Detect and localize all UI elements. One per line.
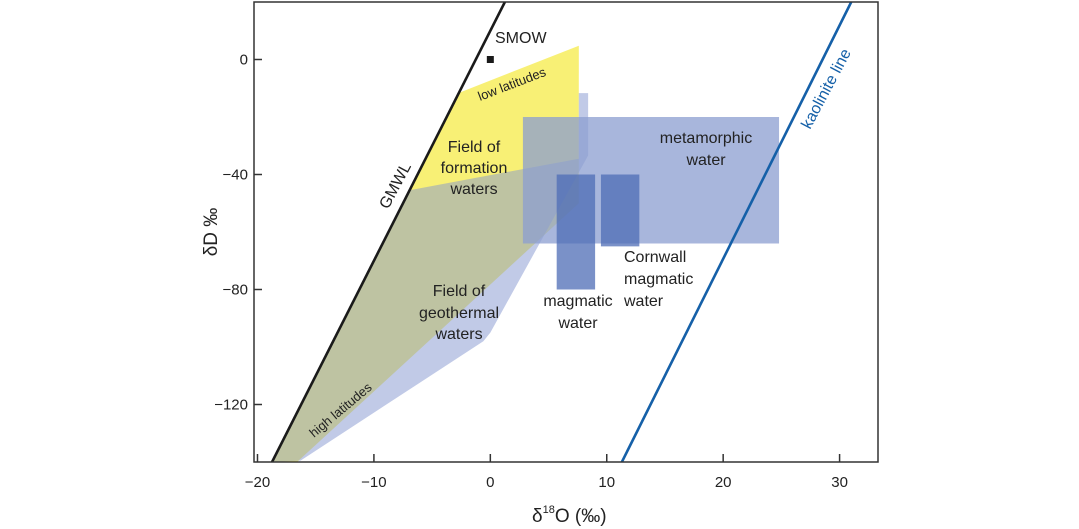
cornwall-label: Cornwall magmatic water (623, 249, 693, 310)
cornwall-label-line: magmatic (624, 271, 693, 288)
cornwall-label-line: water (623, 293, 664, 310)
ticks-layer: −20 −10 0 10 20 30 0 −40 −80 −120 (214, 52, 848, 492)
kaolinite-line-line (620, 2, 853, 462)
regions-layer (272, 45, 780, 462)
plot-frame (253, 1, 879, 463)
y-tick-label: −40 (223, 167, 248, 184)
x-tick-label: 0 (486, 474, 494, 491)
metamorphic-label: metamorphic water (660, 130, 752, 169)
geothermal-label-line: waters (434, 326, 482, 343)
cornwall-magmatic-water-region (600, 174, 640, 247)
geothermal-label: Field of geothermal waters (419, 283, 499, 343)
formation-label-line: formation (441, 160, 508, 177)
x-axis-label-rest: O (‰) (555, 506, 607, 527)
metamorphic-label-line: metamorphic (660, 130, 752, 147)
y-axis-label: δD ‰ (201, 208, 222, 257)
magmatic-label: magmatic water (543, 293, 612, 332)
formation-label: Field of formation waters (441, 139, 508, 198)
y-tick-label: 0 (240, 52, 248, 69)
formation-label-line: waters (449, 181, 497, 198)
geothermal-label-line: geothermal (419, 305, 499, 322)
x-tick-label: 10 (598, 474, 615, 491)
x-tick-label: −10 (361, 474, 386, 491)
x-axis-label: δ18O (‰) (532, 504, 607, 527)
metamorphic-label-line: water (685, 152, 726, 169)
cornwall-label-line: Cornwall (624, 249, 686, 266)
x-tick-label: 20 (715, 474, 732, 491)
y-tick-label: −80 (223, 282, 248, 299)
smow-point (486, 56, 494, 63)
geothermal-waters-region (272, 93, 589, 462)
gmwl-line (270, 2, 507, 462)
x-axis-label-main: δ (532, 506, 543, 527)
smow-label: SMOW (495, 30, 547, 47)
x-tick-label: −20 (245, 474, 270, 491)
x-axis-label-sup: 18 (543, 504, 555, 516)
geothermal-label-line: Field of (433, 283, 486, 300)
x-tick-label: 30 (831, 474, 848, 491)
magmatic-label-line: water (557, 315, 598, 332)
lines-layer (270, 2, 853, 462)
magmatic-label-line: magmatic (543, 293, 612, 310)
magmatic-water-region (556, 174, 596, 290)
y-tick-label: −120 (214, 397, 248, 414)
formation-label-line: Field of (448, 139, 501, 156)
